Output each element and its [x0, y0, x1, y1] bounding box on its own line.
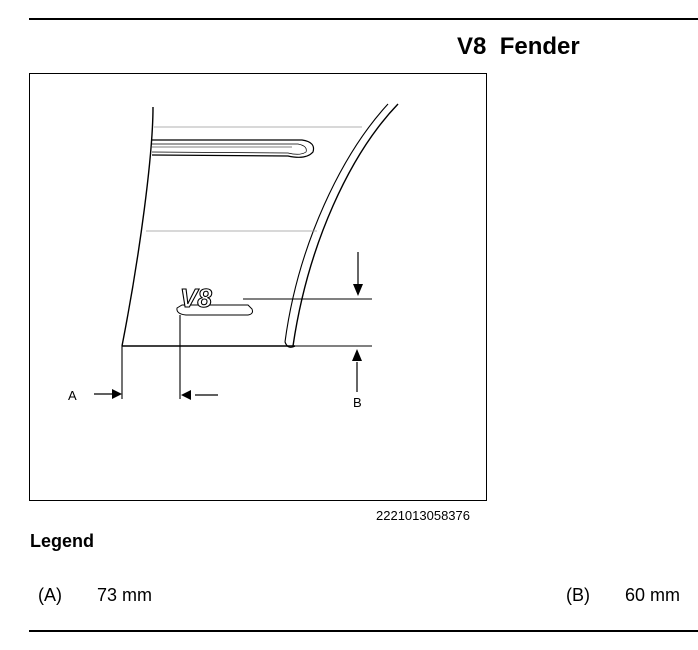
figure-id: 2221013058376	[376, 508, 470, 523]
legend-heading: Legend	[30, 531, 95, 551]
legend-key-b: (B)	[566, 585, 590, 605]
page-title: V8 Fender	[457, 33, 580, 60]
bottom-rule	[29, 630, 698, 632]
fender-front-edge	[121, 106, 154, 347]
v8-badge-text: V8	[180, 283, 212, 313]
top-rule	[29, 18, 698, 20]
fender-figure: V8 A B	[29, 73, 487, 501]
legend-key-a: (A)	[38, 585, 62, 605]
dimension-b-arrow-top-head	[353, 284, 363, 296]
dimension-a-arrow-right-head	[181, 390, 191, 400]
legend-value-a: 73 mm	[97, 585, 153, 605]
dimension-b-label: B	[353, 395, 362, 410]
door-gap-inner-line	[284, 103, 389, 343]
dimension-a-arrow-left-head	[112, 389, 122, 399]
side-trim-inner-line	[151, 143, 307, 155]
fender-diagram: V8 A B	[68, 103, 399, 410]
door-gap-corner	[284, 341, 296, 348]
side-trim-strip	[151, 139, 315, 158]
door-gap-outer-line	[292, 103, 399, 347]
dimension-a-label: A	[68, 388, 77, 403]
legend-value-b: 60 mm	[625, 585, 681, 605]
badge-base	[176, 304, 253, 316]
dimension-b-arrow-bottom-head	[352, 349, 362, 361]
